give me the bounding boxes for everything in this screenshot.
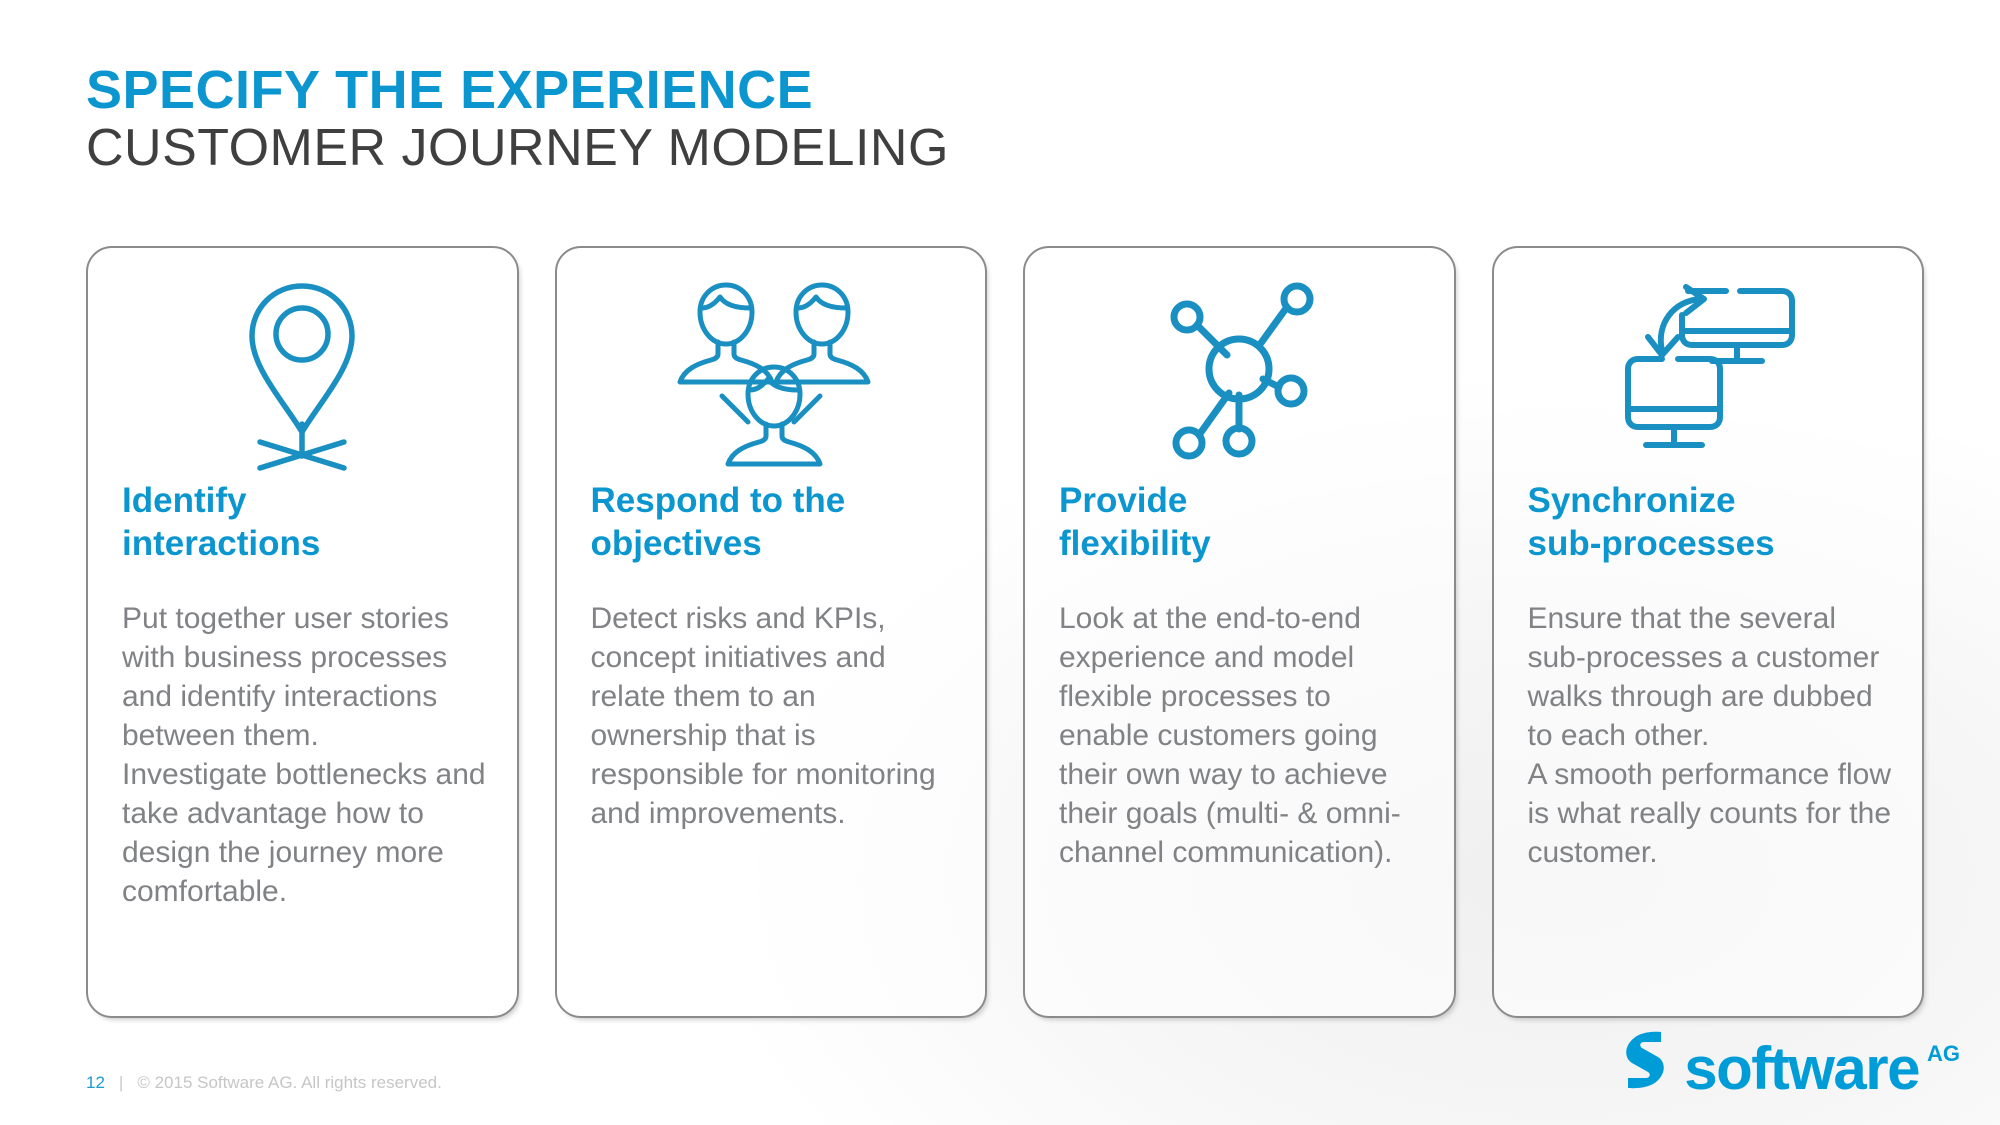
card-provide-flexibility[interactable]: Provide flexibility Look at the end-to-e… [1023, 246, 1456, 1018]
card-description: Put together user stories with business … [122, 602, 486, 909]
card-respond-to-the-objectives[interactable]: Respond to the objectives Detect risks a… [554, 246, 987, 1018]
card-body: Provide flexibility Look at the end-to-e… [1025, 480, 1454, 872]
footer-separator: | [118, 1073, 124, 1092]
page-number: 12 [86, 1073, 105, 1092]
software-ag-mark-icon [1620, 1028, 1672, 1095]
hub-network-nodes-icon [1139, 277, 1339, 467]
card-icon-slot [557, 248, 986, 480]
two-monitors-sync-icon [1600, 275, 1815, 470]
card-title: Synchronize sub-processes [1527, 481, 1775, 563]
footer: 12 | © 2015 Software AG. All rights rese… [86, 1073, 442, 1093]
card-description: Look at the end-to-end experience and mo… [1059, 602, 1401, 870]
card-title: Respond to the objectives [590, 481, 846, 563]
card-icon-slot [88, 248, 517, 480]
card-icon-slot [1025, 248, 1454, 480]
card-description: Detect risks and KPIs, concept initiativ… [590, 602, 936, 831]
card-title: Provide flexibility [1059, 481, 1211, 563]
card-body: Identify interactions Put together user … [88, 480, 517, 911]
card-body: Synchronize sub-processes Ensure that th… [1494, 480, 1923, 872]
software-ag-logo: software AG [1620, 1028, 1960, 1103]
three-people-group-icon [666, 272, 876, 472]
cards-row: Identify interactions Put together user … [86, 246, 1924, 1018]
card-body: Respond to the objectives Detect risks a… [557, 480, 986, 833]
page-subtitle: CUSTOMER JOURNEY MODELING [86, 119, 949, 178]
card-title: Identify interactions [122, 481, 321, 563]
copyright-text: © 2015 Software AG. All rights reserved. [137, 1073, 442, 1092]
map-pin-location-icon [232, 272, 372, 472]
page-title: SPECIFY THE EXPERIENCE [86, 60, 814, 120]
card-identify-interactions[interactable]: Identify interactions Put together user … [86, 246, 519, 1018]
card-description: Ensure that the several sub-processes a … [1527, 602, 1892, 870]
page-header: SPECIFY THE EXPERIENCE CUSTOMER JOURNEY … [86, 62, 949, 177]
card-synchronize-sub-processes[interactable]: Synchronize sub-processes Ensure that th… [1491, 246, 1924, 1018]
logo-wordmark: software [1684, 1035, 1920, 1103]
card-icon-slot [1494, 248, 1923, 480]
logo-ag-suffix: AG [1927, 1041, 1960, 1066]
